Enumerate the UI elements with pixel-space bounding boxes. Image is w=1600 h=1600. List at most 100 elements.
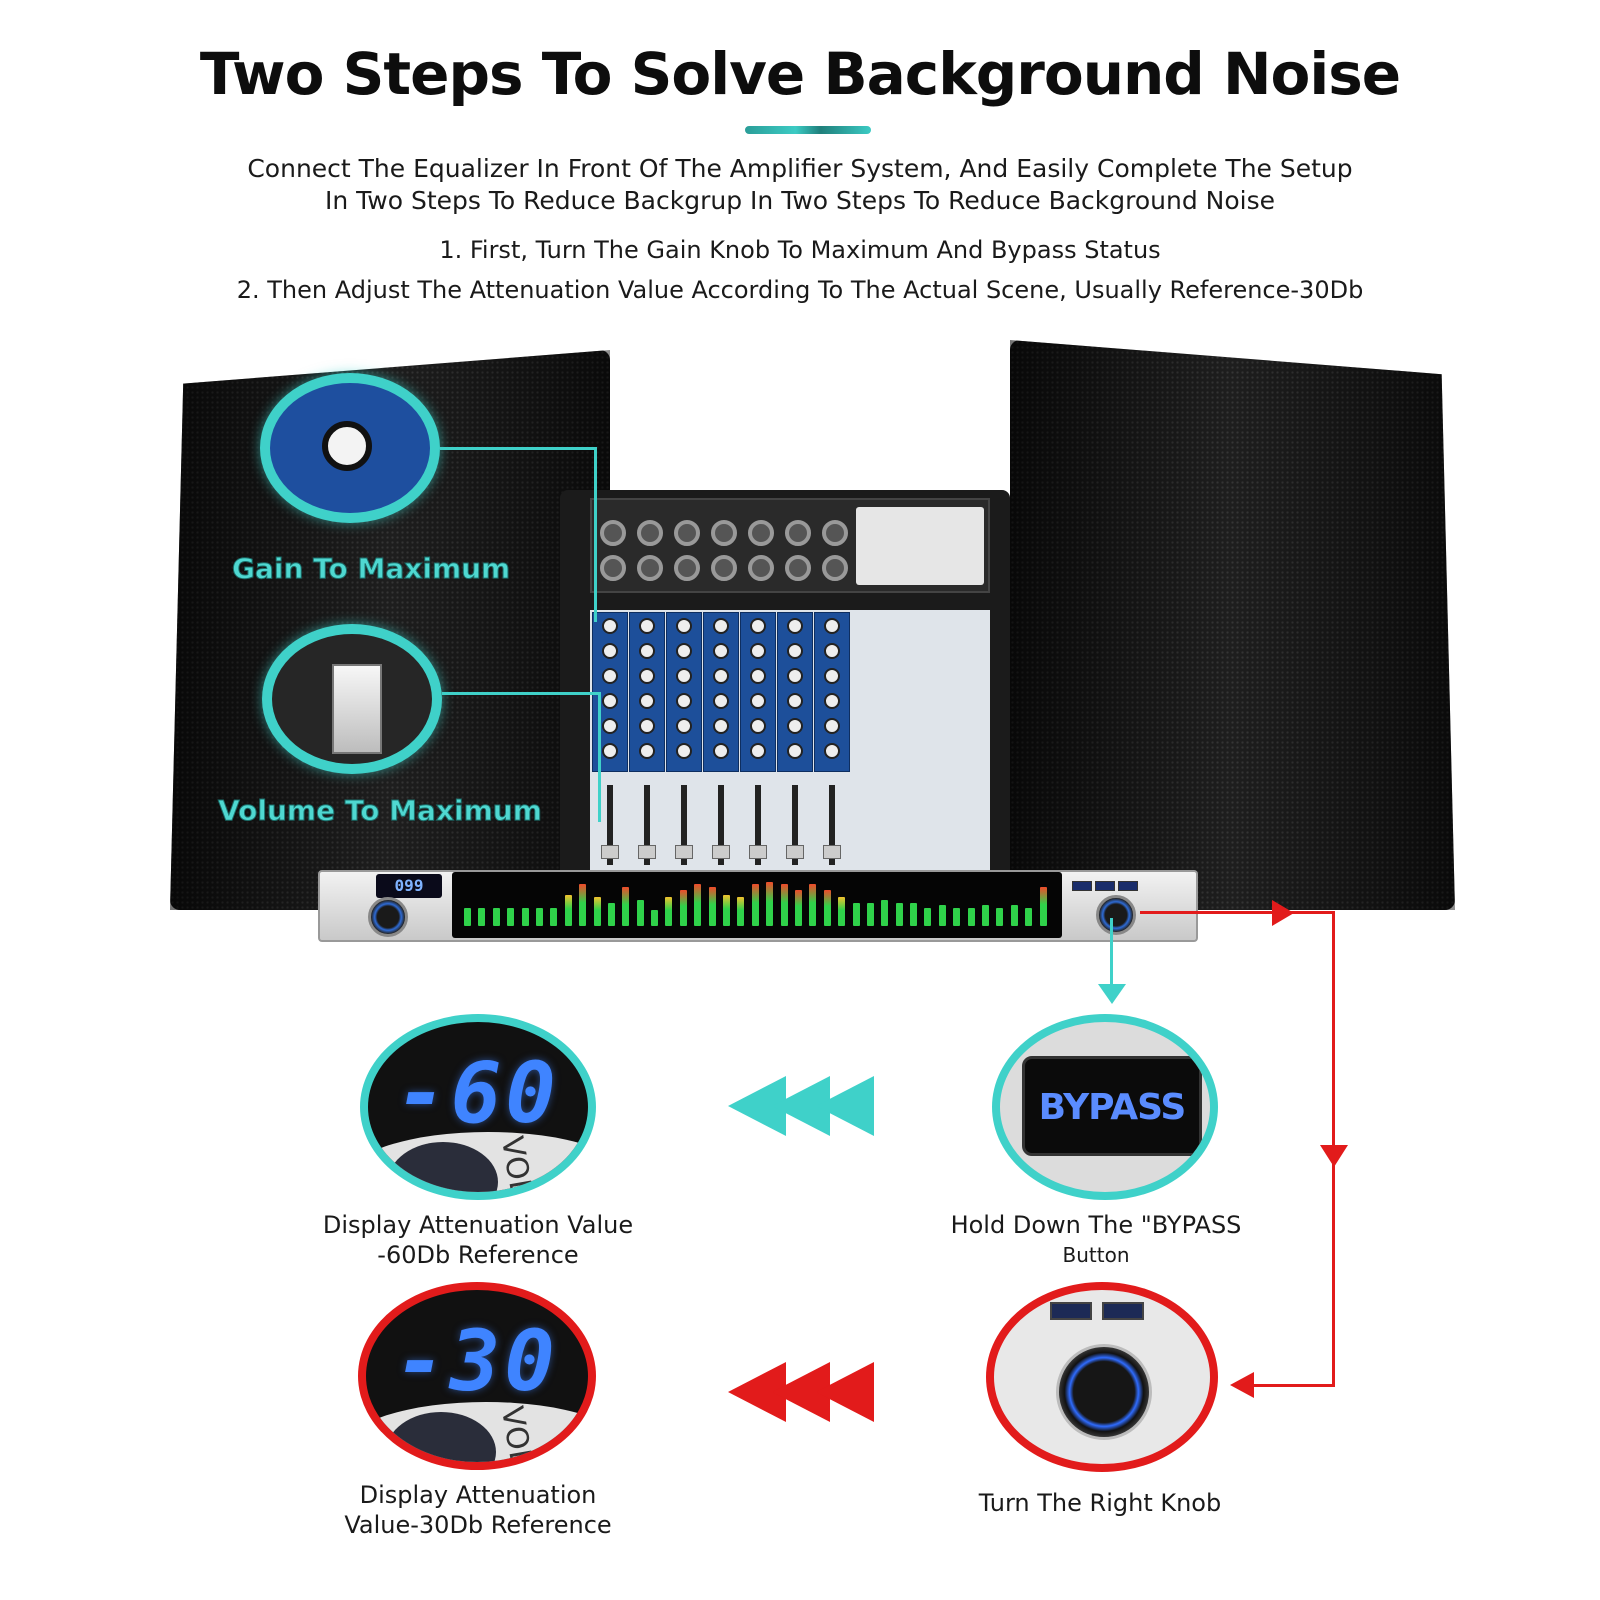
volume-connector-line [442, 692, 600, 695]
channel-knob-icon[interactable] [750, 643, 766, 659]
channel-knob-icon[interactable] [713, 643, 729, 659]
channel-knob-icon[interactable] [750, 718, 766, 734]
fader-handle[interactable] [749, 845, 767, 859]
rotary-knob-icon[interactable] [1056, 1344, 1152, 1440]
right-knob-icon[interactable] [1096, 895, 1136, 935]
input-jack-icon [674, 520, 700, 546]
channel-knob-icon[interactable] [602, 668, 618, 684]
channel-knob-icon[interactable] [639, 718, 655, 734]
meter-bar [967, 908, 975, 926]
input-jack-icon [785, 520, 811, 546]
caption-line: Display Attenuation Value [322, 1211, 634, 1239]
channel-knob-icon[interactable] [750, 668, 766, 684]
input-jack-icon [637, 520, 663, 546]
meter-bar [780, 884, 788, 926]
channel-knob-icon[interactable] [676, 718, 692, 734]
channel-knob-icon[interactable] [824, 743, 840, 759]
fader-handle[interactable] [786, 845, 804, 859]
channel-knob-icon[interactable] [602, 743, 618, 759]
meter-bar [910, 903, 918, 926]
fader-handle[interactable] [601, 845, 619, 859]
right-knob-panel [986, 1282, 1218, 1472]
channel-knob-icon[interactable] [639, 693, 655, 709]
fader-handle[interactable] [638, 845, 656, 859]
channel-knob-icon[interactable] [713, 693, 729, 709]
channel-knob-icon[interactable] [676, 618, 692, 634]
channel-knob-icon[interactable] [824, 693, 840, 709]
channel-knob-icon[interactable] [713, 718, 729, 734]
gain-knob-zoom [260, 373, 440, 523]
channel-knob-icon[interactable] [750, 618, 766, 634]
meter-bar [823, 890, 831, 926]
eq-button[interactable] [1095, 881, 1115, 891]
channel-knob-icon[interactable] [676, 668, 692, 684]
channel-knob-icon[interactable] [713, 668, 729, 684]
attenuation-60-caption: Display Attenuation Value -60Db Referenc… [288, 1210, 668, 1270]
channel-knob-icon[interactable] [676, 743, 692, 759]
mixer-io-panel [856, 507, 984, 585]
meter-bar [492, 908, 500, 926]
fader-handle[interactable] [675, 845, 693, 859]
mini-button-icon [1102, 1302, 1144, 1320]
fader-handle[interactable] [823, 845, 841, 859]
gain-connector-line [440, 447, 596, 450]
right-arrow-icon [1272, 900, 1294, 926]
channel-knob-icon[interactable] [787, 643, 803, 659]
channel-knob-icon[interactable] [787, 718, 803, 734]
volume-callout-label: Volume To Maximum [218, 794, 543, 828]
channel-knob-icon[interactable] [787, 693, 803, 709]
channel-knob-icon[interactable] [824, 618, 840, 634]
channel-knob-icon[interactable] [639, 643, 655, 659]
channel-knob-icon[interactable] [602, 693, 618, 709]
caption-line: Display Attenuation [359, 1481, 597, 1509]
channel-knob-icon[interactable] [787, 618, 803, 634]
caption-line: Hold Down The "BYPASS [950, 1211, 1242, 1239]
volume-fader-zoom [262, 624, 442, 774]
channel-knob-icon[interactable] [750, 693, 766, 709]
down-arrow-icon [1320, 1145, 1348, 1167]
channel-knob-icon[interactable] [639, 743, 655, 759]
channel-knob-icon[interactable] [602, 618, 618, 634]
meter-bar [535, 908, 543, 926]
channel-knob-icon[interactable] [750, 743, 766, 759]
channel-knob-icon[interactable] [824, 668, 840, 684]
eq-button[interactable] [1118, 881, 1138, 891]
channel-knob-icon[interactable] [713, 618, 729, 634]
channel-knob-icon[interactable] [713, 743, 729, 759]
meter-bar [794, 890, 802, 926]
instruction-step-2: 2. Then Adjust The Attenuation Value Acc… [236, 276, 1364, 304]
right-knob-caption: Turn The Right Knob [978, 1489, 1222, 1517]
input-jack-icon [748, 555, 774, 581]
caption-line: -60Db Reference [377, 1241, 579, 1269]
input-jack-icon [674, 555, 700, 581]
channel-knob-icon[interactable] [787, 668, 803, 684]
equalizer-buttons [1072, 876, 1142, 891]
attenuation-readout: -60 [396, 1044, 560, 1142]
input-jack-icon [711, 555, 737, 581]
channel-knob-icon[interactable] [602, 643, 618, 659]
left-knob-icon[interactable] [368, 897, 408, 937]
meter-bar [996, 908, 1004, 926]
meter-bar [651, 910, 659, 926]
channel-knob-icon[interactable] [676, 693, 692, 709]
attenuation-30-caption: Display Attenuation Value-30Db Reference [288, 1480, 668, 1540]
bypass-button[interactable]: BYPASS [1022, 1056, 1202, 1156]
instruction-step-1: 1. First, Turn The Gain Knob To Maximum … [439, 236, 1161, 264]
channel-knob-icon[interactable] [824, 718, 840, 734]
eq-button[interactable] [1072, 881, 1092, 891]
channel-knob-icon[interactable] [824, 643, 840, 659]
mini-button-icon [1050, 1302, 1092, 1320]
channel-knob-icon[interactable] [602, 718, 618, 734]
meter-bar [564, 895, 572, 926]
input-jack-icon [748, 520, 774, 546]
speaker-shading [1010, 340, 1455, 910]
channel-knob-icon[interactable] [639, 668, 655, 684]
fader-handle[interactable] [712, 845, 730, 859]
channel-knob-icon[interactable] [639, 618, 655, 634]
input-jack-icon [822, 555, 848, 581]
meter-bar [622, 887, 630, 926]
left-arrow-icon [1230, 1372, 1254, 1398]
attenuation-60-panel: -60 VOL [360, 1014, 596, 1200]
channel-knob-icon[interactable] [676, 643, 692, 659]
channel-knob-icon[interactable] [787, 743, 803, 759]
